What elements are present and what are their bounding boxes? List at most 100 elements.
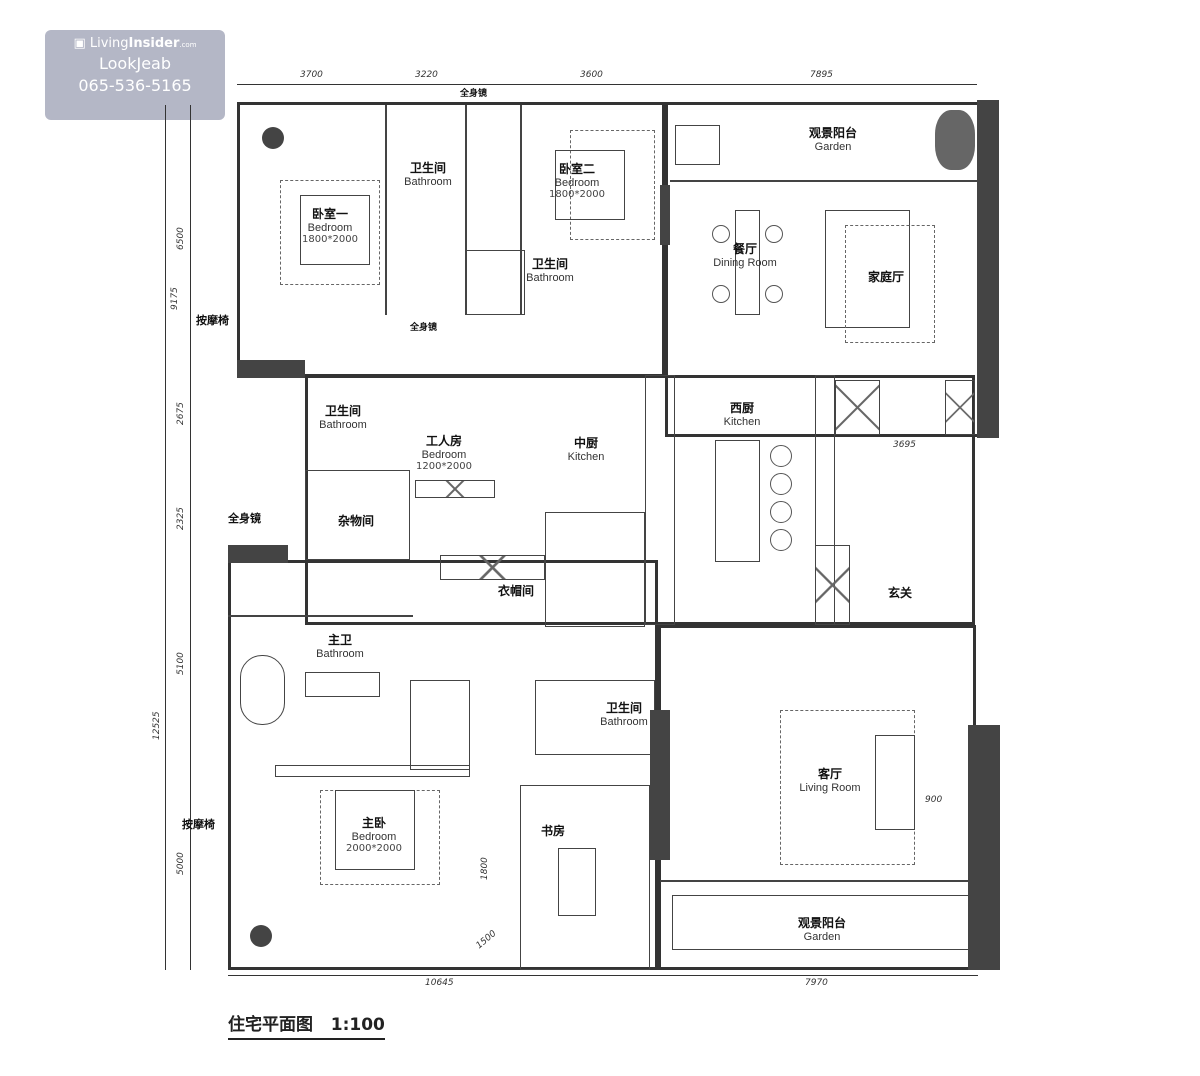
stool-icon (770, 501, 792, 523)
cabinet-icon (835, 380, 880, 435)
column-w (237, 360, 305, 378)
dim-living: 900 (925, 795, 943, 805)
partition (465, 250, 525, 315)
dim-line-left-outer (165, 105, 166, 970)
partition (545, 512, 645, 627)
dim-bottom-1: 10645 (425, 978, 454, 988)
dim-left-1: 9175 (170, 287, 180, 310)
stool-icon (770, 529, 792, 551)
bed2-icon (555, 150, 625, 220)
room-storage: 杂物间 (337, 514, 375, 528)
agent-name: LookJeab (99, 54, 171, 73)
cabinet-icon (945, 380, 975, 435)
dim-kitchen: 3695 (893, 440, 916, 450)
family-sofa-icon (825, 210, 910, 328)
cabinet-icon (815, 545, 850, 625)
dim-top-3: 3600 (580, 70, 603, 80)
plant-icon (935, 110, 975, 170)
study-walls (520, 785, 650, 970)
dim-top-4: 7895 (810, 70, 833, 80)
tub-icon (240, 655, 285, 725)
bed1-rug (280, 180, 380, 285)
dim-left-7: 5000 (176, 852, 186, 875)
dim-left-4: 2325 (176, 507, 186, 530)
room-closet: 衣帽间 (497, 584, 535, 598)
plan-title-text: 住宅平面图 (228, 1015, 313, 1035)
dim-left-3: 2675 (176, 402, 186, 425)
chair-icon (712, 225, 730, 243)
family-rug (845, 225, 935, 343)
plan-scale: 1:100 (330, 1015, 385, 1035)
column-round-icon (250, 925, 272, 947)
agent-phone: 065-536-5165 (78, 76, 192, 95)
dim-top-1: 3700 (300, 70, 323, 80)
bed2-rug (570, 130, 655, 240)
garden-seating-icon (672, 895, 972, 950)
dim-left-2: 6500 (176, 227, 186, 250)
wardrobe-icon (440, 555, 545, 580)
bathtub-icon (305, 672, 380, 697)
note-massage-chair: 按摩椅 (196, 314, 229, 327)
stool-icon (770, 473, 792, 495)
chair-icon (712, 285, 730, 303)
brand-logo: ▣ LivingInsider.com (73, 36, 197, 51)
note-massage-chair: 按摩椅 (182, 818, 215, 831)
dim-left-5: 12525 (152, 711, 162, 740)
note-mirror: 全身镜 (410, 323, 438, 333)
watermark-badge: ▣ LivingInsider.com LookJeab 065-536-516… (45, 30, 225, 120)
kitchen-counter (645, 375, 675, 625)
master-bed-icon (335, 790, 415, 870)
note-mirror: 全身镜 (460, 89, 488, 99)
partition (385, 105, 387, 315)
dim-study: 1800 (480, 857, 490, 880)
vanity (275, 765, 470, 777)
logo-icon: ▣ (73, 36, 90, 51)
room-study: 书房 (540, 824, 566, 838)
partition (305, 470, 410, 560)
living-sofa-icon (875, 735, 915, 830)
column-round-icon (262, 127, 284, 149)
dim-line-top (237, 84, 977, 85)
dining-table-icon (735, 210, 760, 315)
chair-icon (765, 225, 783, 243)
note-mirror: 全身镜 (228, 512, 261, 525)
plan-title: 住宅平面图 1:100 (228, 1010, 385, 1040)
dim-bottom-2: 7970 (805, 978, 828, 988)
bed1-icon (300, 195, 370, 265)
garden-table-icon (675, 125, 720, 165)
partition (660, 880, 975, 882)
chair-icon (765, 285, 783, 303)
stool-icon (770, 445, 792, 467)
partition (670, 180, 977, 182)
column-mid (660, 185, 670, 245)
partition (228, 615, 413, 617)
column-se (968, 725, 1000, 970)
desk-icon (558, 848, 596, 916)
partition (410, 680, 470, 770)
bath4-walls (535, 680, 655, 755)
wardrobe-icon (415, 480, 495, 498)
dim-line-left (190, 105, 191, 970)
column-ne (977, 100, 999, 438)
room-foyer: 玄关 (887, 586, 913, 600)
dim-line-bottom (228, 975, 978, 976)
kitchen-island-icon (715, 440, 760, 562)
room-family: 家庭厅 (867, 270, 905, 284)
dim-left-6: 5100 (176, 652, 186, 675)
dim-top-2: 3220 (415, 70, 438, 80)
column-sw (228, 545, 288, 563)
